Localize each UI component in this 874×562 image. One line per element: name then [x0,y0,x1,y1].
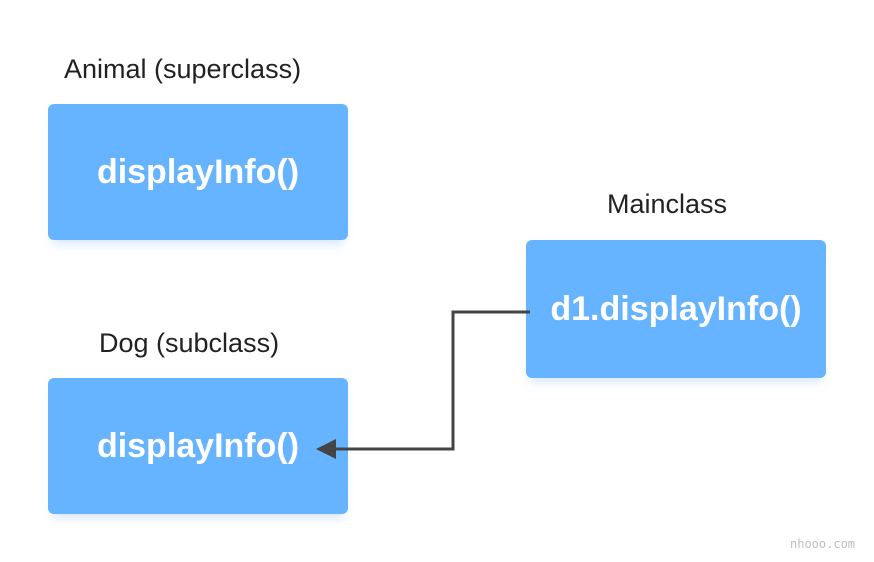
arrow-line [334,310,530,451]
dog-method-text: displayInfo() [96,426,300,465]
watermark: nhooo.com [790,537,856,551]
dog-method-box: displayInfo() [48,378,348,514]
animal-method-text: displayInfo() [96,152,300,191]
mainclass-label: Mainclass [607,189,728,219]
dog-subclass-label: Dog (subclass) [99,328,280,358]
animal-superclass-label: Animal (superclass) [64,54,302,84]
mainclass-call-box: d1.displayInfo() [526,240,826,378]
arrow-head-icon [316,439,336,459]
mainclass-call-text: d1.displayInfo() [550,289,802,328]
animal-method-box: displayInfo() [48,104,348,240]
